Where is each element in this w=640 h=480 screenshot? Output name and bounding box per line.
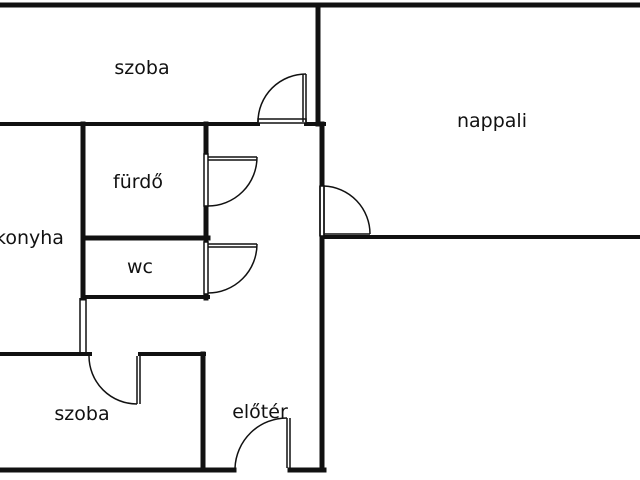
door-szoba-top	[257, 73, 307, 124]
thin-partition	[79, 298, 87, 352]
room-label-wc: wc	[127, 256, 153, 278]
door-szoba-bottom	[88, 355, 141, 405]
door-furdo	[203, 153, 258, 207]
door-wc	[203, 241, 258, 295]
door-nappali	[319, 185, 371, 237]
doors	[88, 73, 371, 469]
room-label-eloter: előtér	[232, 401, 288, 423]
room-label-nappali: nappali	[457, 110, 527, 132]
room-label-konyha: konyha	[0, 227, 64, 249]
room-label-szoba-bottom: szoba	[54, 403, 109, 425]
room-label-furdo: fürdő	[113, 171, 163, 193]
door-entrance	[234, 417, 291, 469]
room-label-szoba-top: szoba	[114, 57, 169, 79]
